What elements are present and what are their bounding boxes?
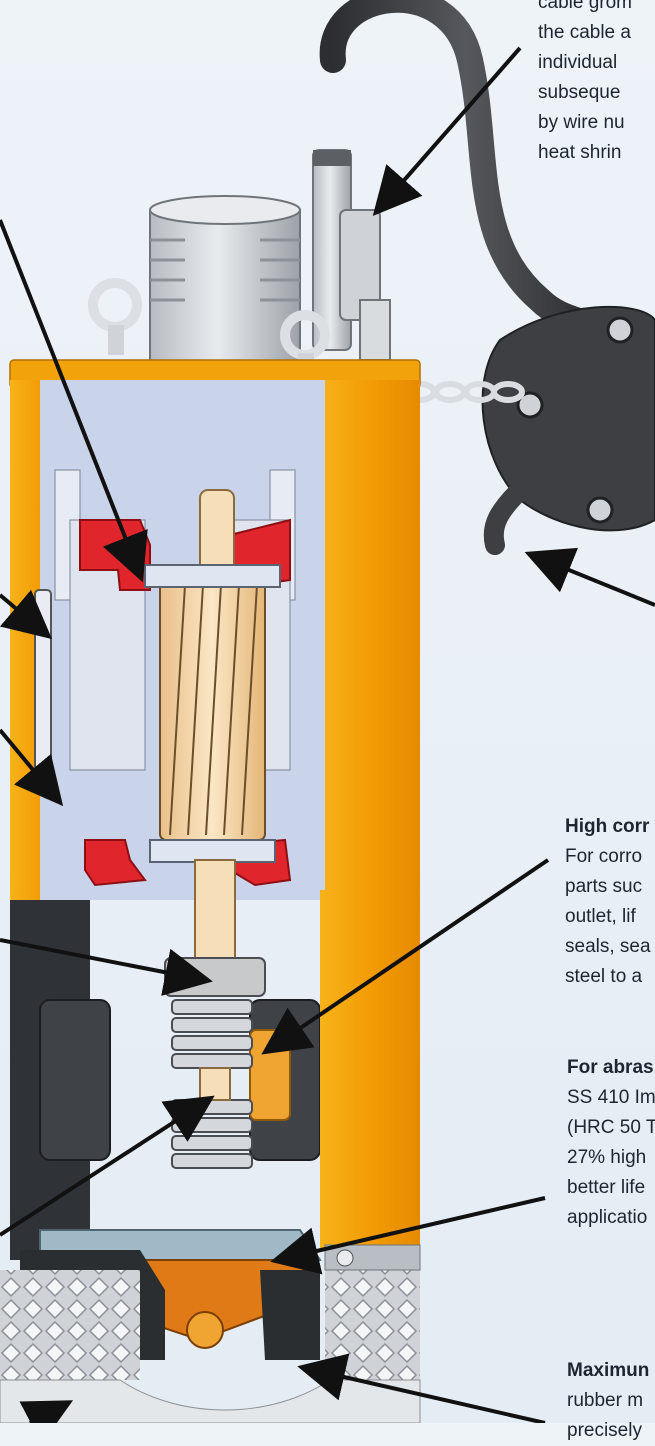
callout-cable-line: by wire nu bbox=[538, 112, 625, 133]
cable-gland bbox=[312, 149, 391, 361]
callout-abrasion-title: For abras bbox=[567, 1057, 654, 1078]
callout-corrosion-line: steel to a bbox=[565, 966, 643, 987]
seal-housing bbox=[10, 890, 420, 1260]
callout-corrosion: High corr For corro parts suc outlet, li… bbox=[565, 812, 651, 992]
arrow-winding bbox=[0, 219, 148, 583]
arrow-corrosion bbox=[261, 858, 550, 1055]
callout-corrosion-title: High corr bbox=[565, 816, 650, 837]
callout-maximum-line: rubber m bbox=[567, 1390, 644, 1411]
arrow-sensor bbox=[0, 589, 53, 640]
arrow-strainer bbox=[19, 1400, 74, 1423]
arrow-abrasion bbox=[270, 1196, 546, 1275]
callout-abrasion-line: (HRC 50 T bbox=[567, 1117, 655, 1138]
arrow-seal bbox=[0, 1095, 215, 1237]
callout-abrasion: For abras SS 410 Im (HRC 50 T 27% high b… bbox=[567, 1053, 655, 1233]
junction-box bbox=[481, 305, 655, 555]
rotor bbox=[144, 489, 281, 961]
arrow-maximum bbox=[297, 1353, 546, 1423]
discharge-outlet bbox=[149, 195, 301, 381]
callout-corrosion-line: parts suc bbox=[565, 876, 643, 897]
arrow-stator bbox=[0, 728, 64, 807]
callout-corrosion-line: For corro bbox=[565, 846, 643, 867]
arrow-junction bbox=[524, 547, 655, 607]
callout-corrosion-line: outlet, lif bbox=[565, 906, 636, 927]
callout-maximum-line: precisely bbox=[567, 1420, 642, 1441]
arrow-cable bbox=[372, 46, 522, 217]
callout-cable-line: cable grom bbox=[538, 0, 632, 13]
callout-arrows bbox=[0, 46, 655, 1423]
callout-cable-line: heat shrin bbox=[538, 142, 622, 163]
callout-abrasion-line: better life bbox=[567, 1177, 646, 1198]
callout-abrasion-line: 27% high bbox=[567, 1147, 647, 1168]
callout-maximum: Maximun rubber m precisely bbox=[567, 1356, 649, 1446]
callout-cable-line: subseque bbox=[538, 82, 621, 103]
callout-abrasion-line: SS 410 Im bbox=[567, 1087, 655, 1108]
callout-cable-line: individual bbox=[538, 52, 618, 73]
arrow-bearing bbox=[0, 938, 213, 996]
lifting-eye-left bbox=[88, 278, 142, 355]
callout-abrasion-line: applicatio bbox=[567, 1207, 648, 1228]
callout-cable-line: the cable a bbox=[538, 22, 631, 43]
callout-cable: cable grom the cable a individual subseq… bbox=[538, 0, 632, 168]
callout-maximum-title: Maximun bbox=[567, 1360, 650, 1381]
callout-corrosion-line: seals, sea bbox=[565, 936, 651, 957]
